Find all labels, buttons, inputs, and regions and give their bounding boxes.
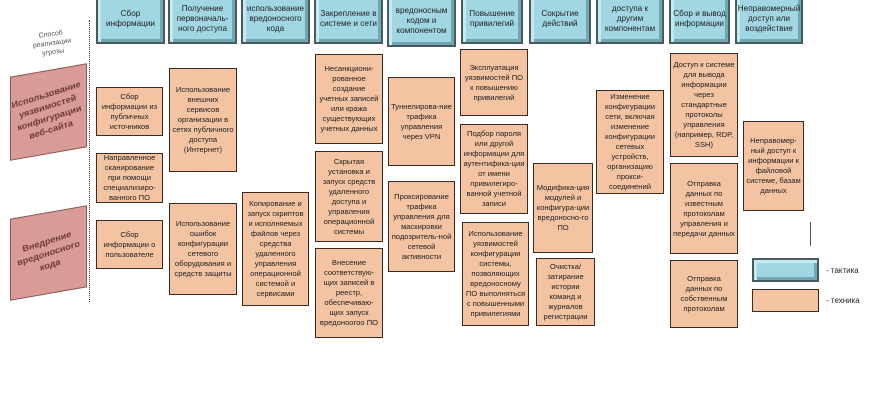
technique-box: Сбор информации из публичных источников [96,87,163,136]
technique-box: Сбор информации о пользователе [96,220,163,269]
technique-box: Использование внешних сервисов организац… [169,68,237,172]
technique-box: Подбор пароля или другой информации для … [460,124,528,214]
legend-technique-swatch [752,289,819,312]
divider [89,20,90,302]
technique-box: Копирование и запуск скриптов и исполняе… [242,192,309,306]
technique-box: Модифика-ция модулей и конфигура-ции вре… [533,163,593,253]
technique-box: Внесение соответствую-щих записей в реес… [315,248,383,338]
tactic-box: Получение первоначаль-ного доступа [168,0,237,44]
technique-box: Несанкциони-рованное создание учетных за… [315,54,383,144]
way-malware: Внедрение вредоносного кода [10,205,87,301]
legend-technique-label: - техника [826,296,860,305]
technique-box: Использование уязвимостей конфигурации с… [462,222,529,326]
legend-tactic-label: - тактика [826,266,859,275]
technique-box: Туннелирова-ние трафика управления через… [388,77,455,166]
tactic-box: Повышение привилегий [461,0,523,44]
technique-box: Проксирование трафика управления для мас… [388,181,455,272]
legend-tactic-swatch [752,258,819,282]
technique-box: Использование ошибок конфигурации сетево… [169,203,237,295]
tactic-box: Сокрытие действий [529,0,591,44]
connector-line [810,222,811,246]
technique-box: Скрытая установка и запуск средств удале… [315,151,383,242]
tactic-box: доступа к другим компонентам [596,0,664,44]
technique-box: Отправка данных по известным протоколам … [670,163,738,254]
technique-box: Изменение конфигурации сети, включая изм… [596,90,664,194]
technique-box: Направленное сканирование при помощи спе… [96,153,163,203]
technique-box: Эксплуатация уязвимостей ПО к повышению … [460,49,528,116]
tactic-box: использование вредоносного кода [241,0,310,44]
tactic-box: Неправомерный доступ или воздействие [735,0,803,44]
technique-box: Очистка/ затирание истории команд и журн… [536,258,595,326]
threat-method-caption: Способ реализации угрозы [32,29,72,58]
tactic-box: Закрепление в системе и сети [314,0,383,44]
tactic-box: Сбор информации [96,0,165,44]
technique-box: Отправка данных по собственным протокола… [670,260,738,328]
tactic-box: вредоносным кодом и компонентом [387,0,456,47]
tactic-box: Сбор и вывод информации [669,0,730,44]
way-website-vuln: Использование уязвимостей конфигурации в… [10,63,87,161]
technique-box: Доступ к системе для вывода информации ч… [670,53,738,157]
technique-box: Неправомер-ный доступ к информации к фай… [743,121,804,211]
